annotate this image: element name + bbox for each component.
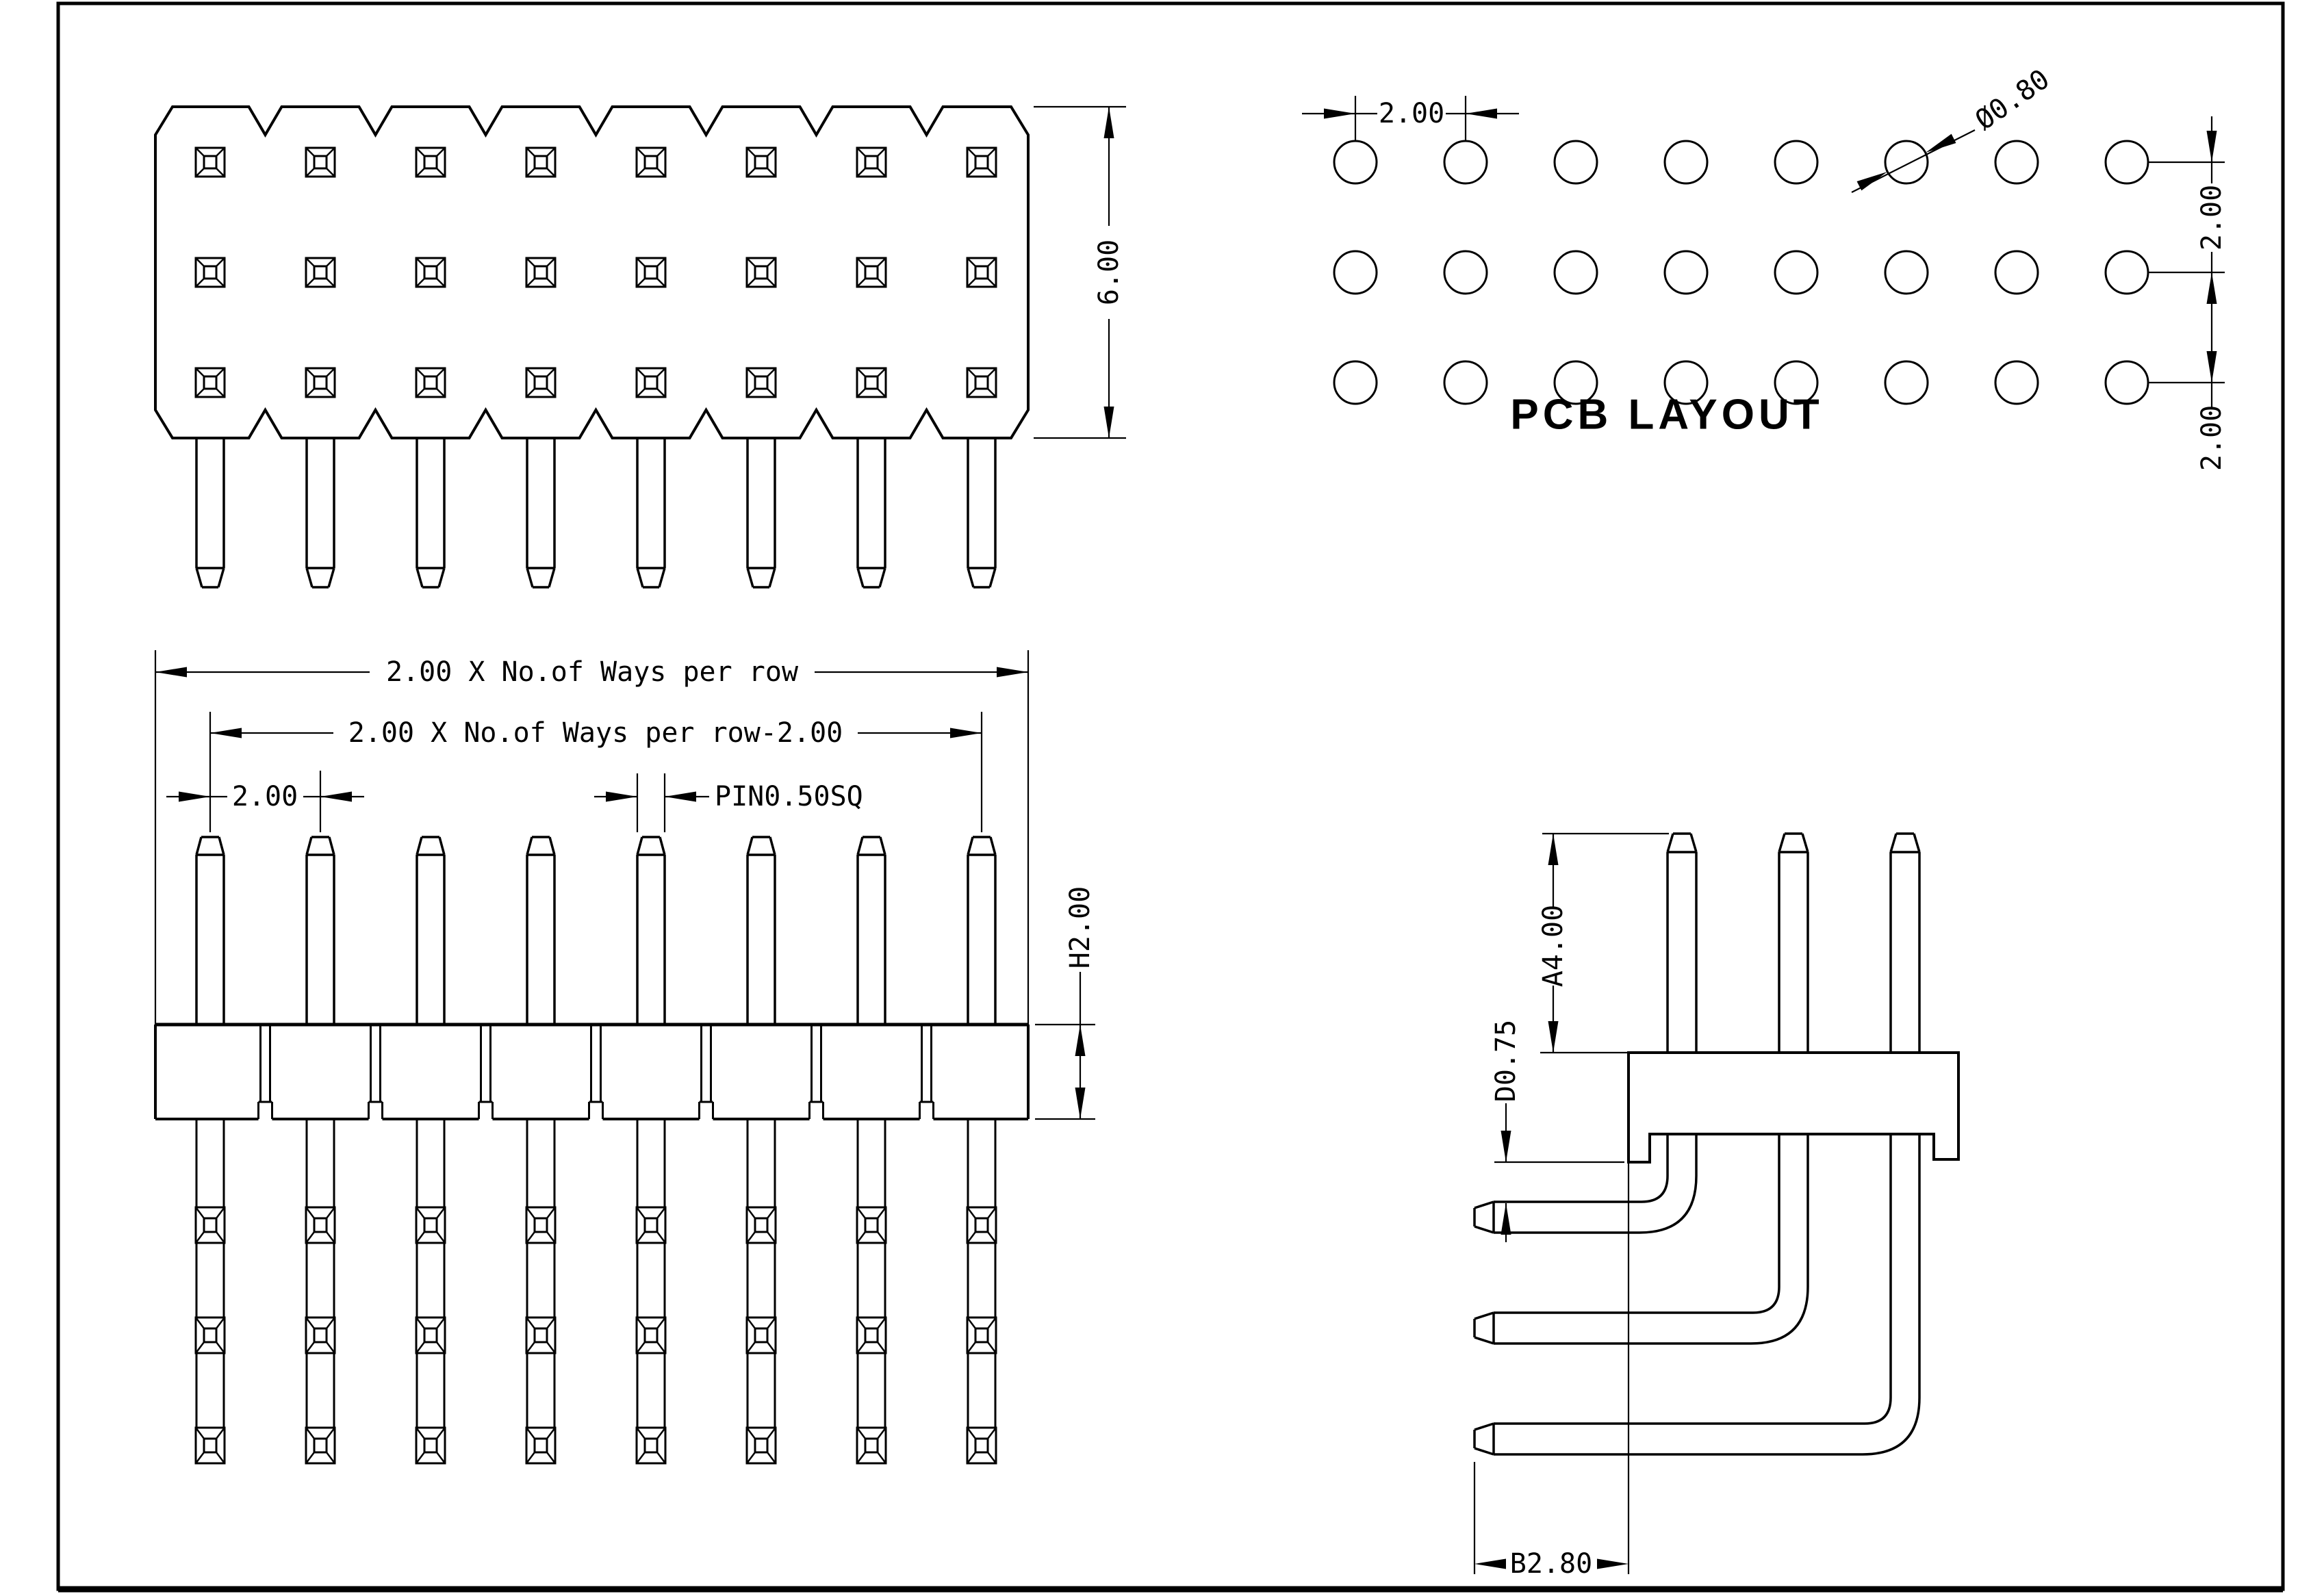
dim-label-overall-width: 2.00 X No.of Ways per row — [386, 656, 799, 688]
dim-label-pin-square: PIN0.50SQ — [715, 781, 863, 812]
dim-label-center-width: 2.00 X No.of Ways per row-2.00 — [348, 717, 843, 749]
pcb-layout-view — [1302, 96, 2225, 409]
dim-label-tail-length: B2.80 — [1510, 1548, 1592, 1580]
pcb-layout-title: PCB LAYOUT — [1510, 391, 1823, 439]
dim-label-row-pitch-2: 2.00 — [2196, 405, 2227, 471]
dim-label-pcb-pitch: 2.00 — [1379, 98, 1444, 129]
dim-label-hole-diameter: Ø0.80 — [1969, 64, 2055, 137]
dim-label-standoff: D0.75 — [1490, 1020, 1522, 1102]
header-front-view — [154, 650, 1095, 1465]
header-side-view — [1473, 832, 1960, 1574]
dim-label-pin-length: A4.00 — [1537, 905, 1569, 987]
dim-label-row-pitch-1: 2.00 — [2196, 185, 2227, 250]
sheet-border — [56, 1, 2285, 1593]
dim-label-pin-pitch: 2.00 — [232, 781, 298, 812]
header-top-view — [154, 105, 1126, 589]
dim-label-insulator-height: H2.00 — [1064, 886, 1096, 968]
dim-label-body-height: 6.00 — [1093, 240, 1125, 305]
